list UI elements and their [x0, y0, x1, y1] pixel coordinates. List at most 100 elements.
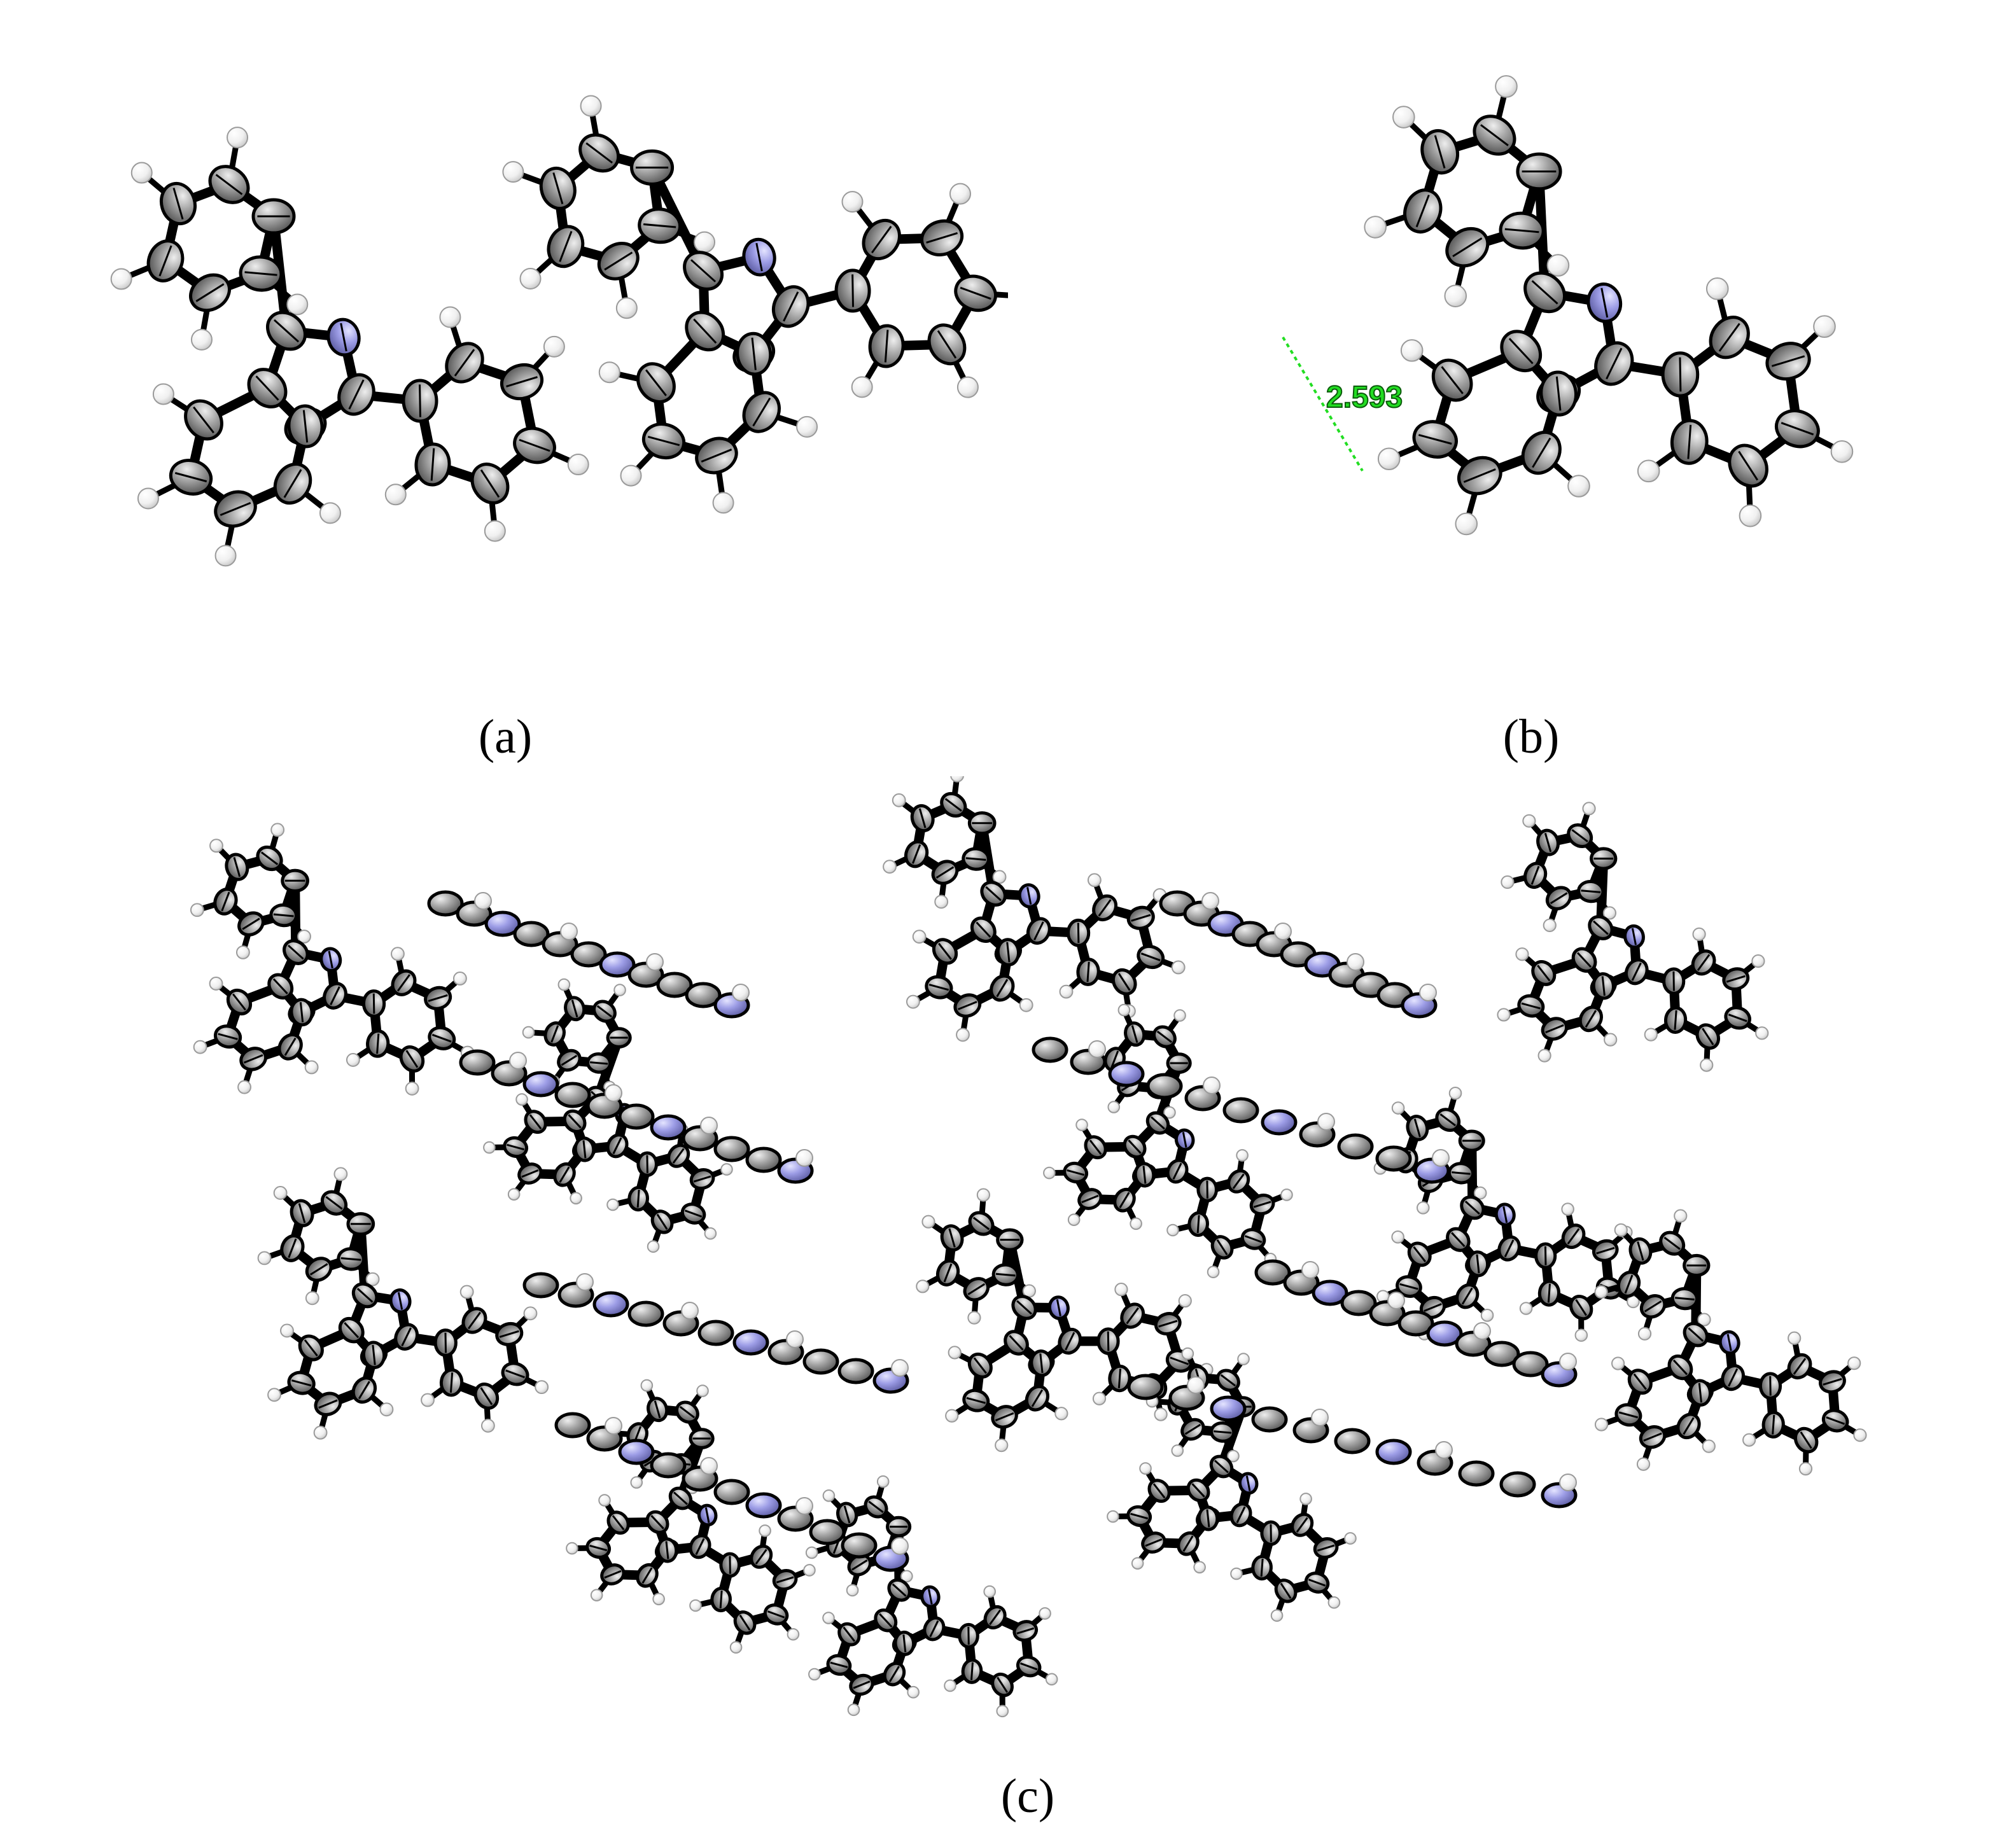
- ellipsoid-axis: [1086, 961, 1090, 982]
- hydrogen-atom: [1788, 1331, 1802, 1345]
- hydrogen-atom: [1114, 1283, 1128, 1297]
- hydrogen-atom: [1594, 1285, 1608, 1299]
- ellipsoid-axis: [650, 1515, 664, 1530]
- ellipsoid-axis: [1672, 1359, 1688, 1376]
- hydrogen-atom: [1187, 1376, 1205, 1394]
- ellipsoid-axis: [751, 337, 757, 370]
- ellipsoid-axis: [1545, 1024, 1564, 1034]
- ellipsoid-axis: [1637, 1241, 1644, 1261]
- ellipsoid-axis: [1152, 1483, 1166, 1499]
- hydrogen-atom: [805, 1546, 818, 1559]
- ellipsoid-axis: [958, 1001, 977, 1010]
- hydrogen-atom: [995, 1439, 1009, 1453]
- hydrogen-atom: [137, 487, 159, 510]
- hydrogen-atom: [976, 1188, 990, 1202]
- ellipsoid-axis: [401, 1327, 412, 1347]
- hydrogen-atom: [1207, 1265, 1220, 1279]
- ellipsoid-axis: [1606, 347, 1623, 380]
- hydrogen-atom: [439, 306, 461, 328]
- hydrogen-atom: [421, 1393, 435, 1407]
- stacked-atom: [1334, 1428, 1371, 1454]
- hydrogen-atom: [720, 1163, 733, 1176]
- ellipsoid-axis: [419, 384, 421, 417]
- hydrogen-atom: [700, 1457, 718, 1475]
- ellipsoid-axis: [506, 376, 538, 387]
- ellipsoid-axis: [654, 1400, 661, 1419]
- hydrogen-atom: [950, 776, 964, 783]
- hydrogen-atom: [1043, 1166, 1056, 1180]
- ellipsoid-axis: [328, 951, 333, 969]
- ellipsoid-axis: [843, 1505, 851, 1524]
- ellipsoid-axis: [193, 406, 214, 434]
- hydrogen-atom: [1602, 906, 1617, 920]
- ellipsoid-axis: [550, 1025, 559, 1043]
- ellipsoid-axis: [596, 1005, 613, 1018]
- ellipsoid-axis: [612, 1515, 625, 1531]
- ellipsoid-axis: [1461, 1287, 1473, 1305]
- hydrogen-atom: [1636, 1457, 1651, 1471]
- stacked-atom: [1337, 1133, 1374, 1160]
- hydrogen-atom: [391, 947, 405, 961]
- ellipsoid-axis: [985, 886, 1002, 902]
- ellipsoid-axis: [997, 1676, 1009, 1693]
- ellipsoid-axis: [929, 1620, 939, 1638]
- ellipsoid-axis: [1026, 887, 1032, 905]
- hydrogen-atom: [1567, 475, 1590, 498]
- ellipsoid-axis: [1182, 1535, 1194, 1552]
- ellipsoid-axis: [641, 1567, 653, 1584]
- ellipsoid-axis: [1593, 920, 1609, 935]
- ellipsoid-axis: [1128, 1140, 1142, 1154]
- ellipsoid-axis: [1039, 1353, 1044, 1374]
- hydrogen-atom: [640, 1379, 654, 1392]
- ellipsoid-axis: [767, 1610, 785, 1619]
- hydrogen-atom: [1171, 960, 1186, 975]
- ellipsoid-axis: [585, 142, 613, 164]
- ellipsoid-axis: [1418, 434, 1452, 445]
- ellipsoid-axis: [1056, 1299, 1061, 1316]
- hydrogen-atom: [620, 464, 642, 487]
- hydrogen-atom: [615, 297, 638, 319]
- hydrogen-atom: [1392, 106, 1415, 129]
- ellipsoid-axis: [233, 856, 241, 877]
- ellipsoid-axis: [273, 913, 294, 917]
- hydrogen-atom: [996, 1704, 1009, 1718]
- ellipsoid-axis: [1065, 1332, 1075, 1351]
- hydrogen-atom: [732, 984, 750, 1001]
- hydrogen-atom: [1130, 1217, 1142, 1230]
- ellipsoid-axis: [1544, 832, 1552, 853]
- ellipsoid-axis: [242, 917, 260, 930]
- hydrogen-atom: [1501, 875, 1515, 889]
- ellipsoid-axis: [519, 438, 550, 452]
- hydrogen-atom: [1574, 1328, 1588, 1342]
- ellipsoid-axis: [1067, 1169, 1085, 1176]
- ellipsoid-axis: [561, 1054, 578, 1066]
- hydrogen-atom: [1417, 1201, 1430, 1215]
- hydrogen-atom: [921, 1215, 935, 1229]
- hydrogen-atom: [1139, 1462, 1152, 1475]
- ellipsoid-axis: [1170, 1356, 1189, 1365]
- ellipsoid-axis: [888, 1666, 900, 1682]
- hydrogen-atom: [1637, 1327, 1652, 1341]
- ellipsoid-axis: [1718, 323, 1740, 352]
- ellipsoid-axis: [1117, 1369, 1122, 1388]
- hydrogen-atom: [313, 1425, 328, 1440]
- stacked-atom: [1499, 1471, 1536, 1498]
- hydrogen-atom: [1594, 1418, 1609, 1432]
- ellipsoid-axis: [1260, 1558, 1264, 1577]
- stacked-atom: [650, 1114, 687, 1141]
- hydrogen-atom: [1751, 954, 1765, 968]
- hydrogen-atom: [1344, 1532, 1357, 1545]
- hydrogen-atom: [1444, 284, 1467, 307]
- hydrogen-atom: [1853, 1428, 1867, 1442]
- ellipsoid-axis: [938, 942, 952, 960]
- ellipsoid-axis: [454, 349, 475, 377]
- ellipsoid-axis: [1424, 1303, 1442, 1312]
- hydrogen-atom: [484, 520, 506, 542]
- hydrogen-atom: [647, 1240, 660, 1253]
- ellipsoid-axis: [1800, 1431, 1812, 1449]
- ellipsoid-axis: [344, 1322, 360, 1339]
- ellipsoid-axis: [559, 230, 573, 262]
- hydrogen-atom: [1203, 1077, 1221, 1094]
- hydrogen-atom: [1171, 1444, 1184, 1457]
- ellipsoid-axis: [356, 1288, 374, 1303]
